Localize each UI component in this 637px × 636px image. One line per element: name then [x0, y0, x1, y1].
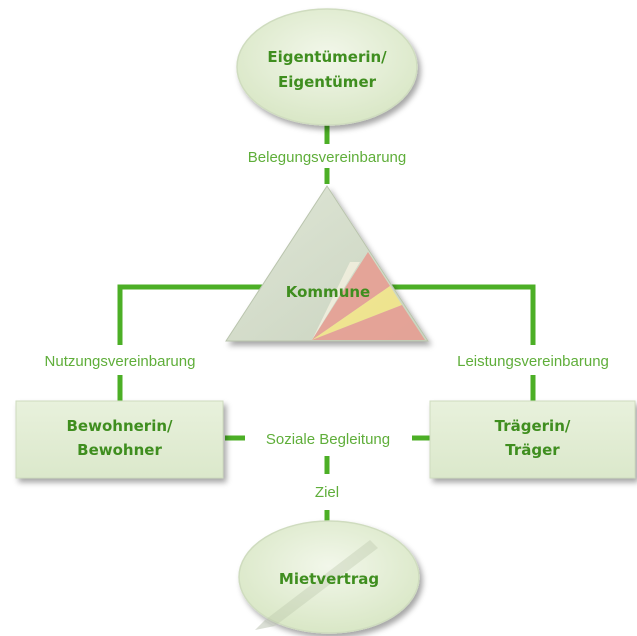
provider-label-line1: Trägerin/	[494, 417, 571, 435]
wedge-red-upper	[312, 252, 390, 340]
wedge-light-ray	[312, 262, 360, 340]
node-owner	[236, 8, 418, 126]
resident-label-line1: Bewohnerin/	[66, 417, 173, 435]
node-resident	[15, 400, 224, 479]
edge-label-service: Leistungsvereinbarung	[457, 353, 609, 370]
owner-ellipse	[236, 8, 418, 126]
resident-label: Bewohnerin/ Bewohner	[16, 414, 223, 462]
resident-label-line2: Bewohner	[77, 441, 162, 459]
node-municipality	[225, 185, 429, 342]
owner-label-line2: Eigentümer	[278, 73, 377, 91]
wedge-red-lower	[312, 305, 425, 340]
line-service-top	[386, 284, 536, 345]
node-provider	[429, 400, 636, 479]
edge-label-social: Soziale Begleitung	[266, 431, 390, 448]
lease-label: Mietvertrag	[279, 570, 379, 588]
edge-label-goal: Ziel	[315, 484, 339, 501]
line-usage-top	[117, 284, 266, 345]
lease-ellipse	[238, 520, 420, 634]
edge-label-usage: Nutzungsvereinbarung	[45, 353, 196, 370]
pen-icon	[255, 540, 378, 630]
wedge-yellow	[312, 286, 402, 340]
municipality-label: Kommune	[286, 283, 370, 301]
provider-box	[429, 400, 636, 479]
node-lease	[238, 520, 420, 634]
owner-label-line1: Eigentümerin/	[267, 48, 387, 66]
provider-label: Trägerin/ Träger	[430, 414, 635, 462]
edge-label-occupancy: Belegungsvereinbarung	[248, 149, 406, 166]
resident-box	[15, 400, 224, 479]
provider-label-line2: Träger	[505, 441, 560, 459]
connector-lines	[117, 124, 536, 522]
